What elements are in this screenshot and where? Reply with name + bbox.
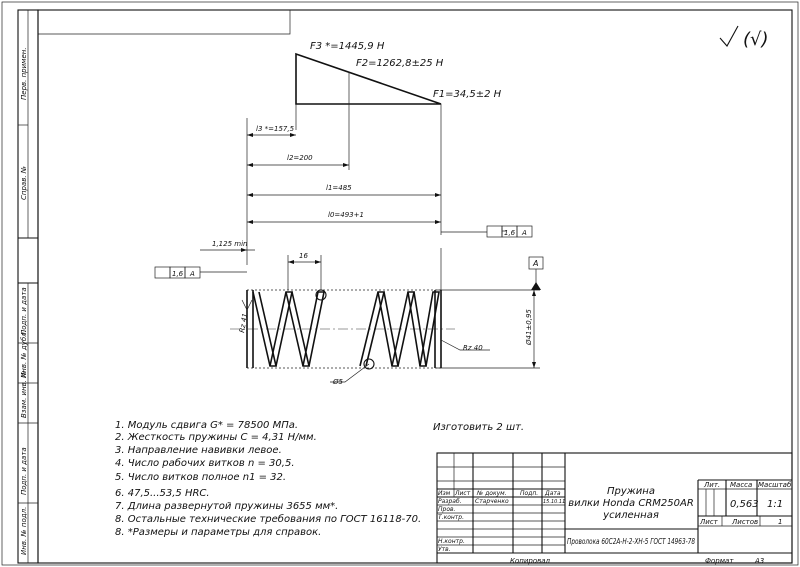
- note-7: 7. Длина развернутой пружины 3655 мм*.: [115, 501, 338, 512]
- tb-material: Проволока 60С2А-Н-2-ХН-5 ГОСТ 14963-78: [567, 537, 695, 546]
- copied-label: Копировал: [510, 557, 551, 565]
- tb-col-izm: Изм: [438, 490, 451, 497]
- tb-scale-label: Масштаб: [758, 481, 792, 489]
- tb-sheet-label: Лист: [699, 518, 719, 526]
- tolerance-frame-right: 1,6 A: [441, 225, 533, 238]
- corner-box: [38, 10, 291, 35]
- strip-label-podp2: Подп. и дата: [20, 447, 28, 495]
- tb-mass-value: 0,563: [730, 499, 759, 510]
- dim-l0-label: l0=493+1: [328, 211, 364, 219]
- tb-sheets-label: Листов: [731, 518, 758, 526]
- dim-l1-label: l1=485: [326, 184, 352, 192]
- note-5: 5. Число витков полное n1 = 32.: [115, 472, 286, 483]
- wire-section-top: [315, 289, 327, 301]
- force-f3-label: F3 *=1445,9 H: [310, 41, 385, 52]
- strip-label-dubl: Инв. № дубл.: [20, 330, 28, 378]
- roughness-mark: (√): [719, 25, 769, 50]
- dim-l2-label: l2=200: [287, 154, 313, 162]
- dim-l3-label: l3 *=157,5: [256, 125, 295, 133]
- tolerance-frame-left: 1,6 A: [154, 266, 247, 279]
- tol-right-value: 1,6: [504, 229, 516, 237]
- tb-title-line2: вилки Honda CRM250AR: [568, 498, 694, 509]
- tb-row-nkontr: Н.контр.: [438, 538, 465, 545]
- format-value: A3: [754, 557, 764, 565]
- force-f1-label: F1=34,5±2 H: [433, 89, 502, 100]
- dim-pitch-label: 16: [299, 252, 308, 260]
- rz40-label: Rz 40: [463, 344, 483, 352]
- wire-dia-label: Ø5: [332, 378, 344, 386]
- wire-section-bottom: [363, 358, 375, 370]
- tol-left-value: 1,6: [172, 270, 184, 278]
- make-quantity: Изготовить 2 шт.: [433, 422, 524, 433]
- note-4: 4. Число рабочих витков n = 30,5.: [115, 457, 295, 469]
- tb-sheets-value: 1: [778, 518, 782, 526]
- length-dimensions: l3 *=157,5 l2=200 l1=485 l0=493+1 1,125 …: [200, 125, 540, 369]
- note-1: 1. Модуль сдвига G* = 78500 МПа.: [115, 420, 298, 431]
- roughness-bracket: (√): [743, 29, 769, 50]
- datum-a: A: [528, 256, 544, 290]
- strip-label-vzam: Взам. инв. №: [20, 370, 28, 418]
- technical-notes: 1. Модуль сдвига G* = 78500 МПа. 2. Жест…: [115, 420, 421, 538]
- tol-right-datum: A: [521, 229, 527, 237]
- tb-col-doc: № докум.: [476, 490, 507, 497]
- tb-title-line1: Пружина: [607, 486, 655, 497]
- tb-title-line3: усиленная: [602, 510, 659, 521]
- tb-mass-label: Масса: [730, 481, 752, 489]
- spring-coils: [246, 290, 442, 368]
- tb-row-utv: Утв.: [438, 546, 451, 553]
- tb-row-prov: Пров.: [438, 506, 456, 513]
- note-9: 8. *Размеры и параметры для справок.: [115, 527, 321, 538]
- tb-lit-label: Лит.: [703, 481, 720, 489]
- dim-min-label: 1,125 min: [212, 240, 247, 248]
- tb-row-razrab: Разраб.: [438, 498, 462, 505]
- tb-col-date: Дата: [544, 490, 561, 497]
- strip-label-perv: Перв. примен.: [20, 47, 28, 100]
- datum-a-label: A: [532, 259, 538, 268]
- note-6: 6. 47,5...53,5 HRC.: [115, 488, 210, 499]
- tb-scale-value: 1:1: [767, 499, 783, 510]
- rz41-label: Rz 41: [238, 313, 249, 334]
- strip-label-sprav: Справ. №: [20, 166, 28, 200]
- tb-developer: Старченко: [475, 498, 509, 505]
- strip-label-podp1: Подп. и дата: [20, 287, 28, 335]
- note-8: 8. Остальные технические требования по Г…: [115, 513, 421, 525]
- force-f2-label: F2=1262,8±25 H: [356, 58, 444, 69]
- tb-row-tkontr: Т.контр.: [438, 514, 464, 521]
- note-2: 2. Жесткость пружины C = 4,31 Н/мм.: [115, 432, 317, 443]
- tb-col-podp: Подп.: [520, 490, 538, 497]
- force-diagram: F3 *=1445,9 H F2=1262,8±25 H F1=34,5±2 H: [246, 41, 502, 265]
- spring-view: Rz 41 Rz 40 Ø5: [230, 289, 490, 386]
- tb-date: 15.10.11: [543, 499, 565, 505]
- note-3: 3. Направление навивки левое.: [115, 445, 282, 456]
- strip-label-podl: Инв. № подл.: [20, 507, 28, 555]
- dim-diameter-label: Ø41±0,95: [525, 309, 533, 346]
- title-block: Изм Лист № докум. Подп. Дата Разраб. Про…: [436, 452, 793, 564]
- tb-col-list: Лист: [454, 490, 471, 497]
- tol-left-datum: A: [189, 270, 195, 278]
- format-label: Формат: [705, 557, 734, 565]
- left-margin-strip: Перв. примен. Справ. № Подп. и дата Инв.…: [17, 9, 39, 564]
